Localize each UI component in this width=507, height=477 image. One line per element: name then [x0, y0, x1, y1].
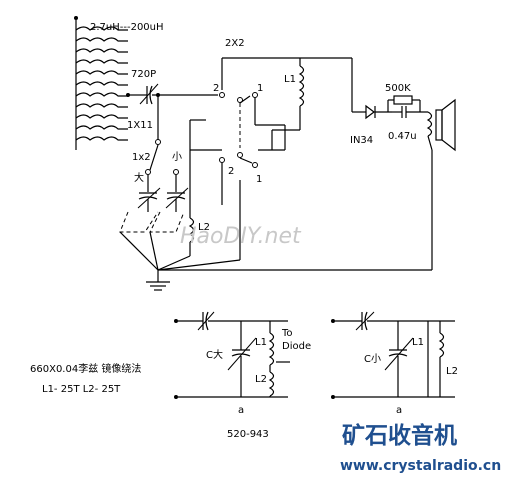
tapped-coil-bank	[74, 16, 128, 150]
resistor-500k	[387, 95, 421, 112]
ground-return-wires	[119, 150, 433, 271]
left-cap-label: C大	[206, 348, 223, 361]
ground-symbol	[146, 270, 170, 291]
left-l2-label: L2	[255, 374, 267, 385]
pin-2-label: 2	[213, 83, 219, 94]
switch-1x11	[126, 93, 143, 97]
coil-l1-label: L1	[284, 74, 296, 85]
cap-047-label: 0.47u	[388, 131, 417, 142]
variable-capacitor-720p	[139, 83, 218, 105]
big-label: 大	[134, 171, 144, 184]
left-l1-label: L1	[255, 337, 267, 348]
left-range-label: 520-943	[227, 429, 269, 440]
left-node-label: a	[238, 405, 244, 416]
pin-2-lower-label: 2	[228, 166, 234, 177]
inductance-range-label: 2.7uH---200uH	[90, 22, 164, 33]
pin-1-lower-label: 1	[256, 174, 262, 185]
diode-in34-label: IN34	[350, 135, 373, 146]
brand-url: www.crystalradio.cn	[340, 458, 501, 474]
coil-l2	[188, 119, 223, 256]
right-cap-label: C小	[364, 353, 381, 365]
switch-1x2-label: 1x2	[132, 152, 151, 163]
right-l1-label: L1	[412, 337, 424, 348]
cap-720p-label: 720P	[131, 69, 156, 80]
wire-spec-note: 660X0.04李兹 镜像绕法	[30, 362, 141, 375]
sub-circuit-left	[174, 311, 290, 399]
brand-title: 矿石收音机	[342, 422, 457, 449]
left-to-label: To	[281, 328, 293, 339]
coil-l2-label: L2	[198, 222, 210, 233]
switch-2x2	[219, 57, 352, 168]
coil-l1	[255, 58, 305, 151]
watermark: HaoDIY.net	[180, 224, 302, 249]
diode-in34	[351, 58, 392, 120]
switch-1x2-common	[155, 139, 161, 145]
left-diode-label: Diode	[282, 341, 311, 352]
earphone	[426, 98, 456, 152]
small-label: 小	[172, 151, 182, 163]
switch-1x11-label: 1X11	[127, 120, 153, 131]
sub-circuit-right	[331, 311, 455, 399]
capacitor-047	[392, 106, 428, 118]
right-l2-label: L2	[446, 366, 458, 377]
variable-capacitors-big-small	[119, 187, 189, 233]
pot-500k-label: 500K	[385, 83, 411, 94]
turns-note: L1- 25T L2- 25T	[42, 384, 121, 395]
right-node-label: a	[396, 405, 402, 416]
pin-1-label: 1	[257, 83, 263, 94]
switch-2x2-label: 2X2	[225, 38, 245, 49]
